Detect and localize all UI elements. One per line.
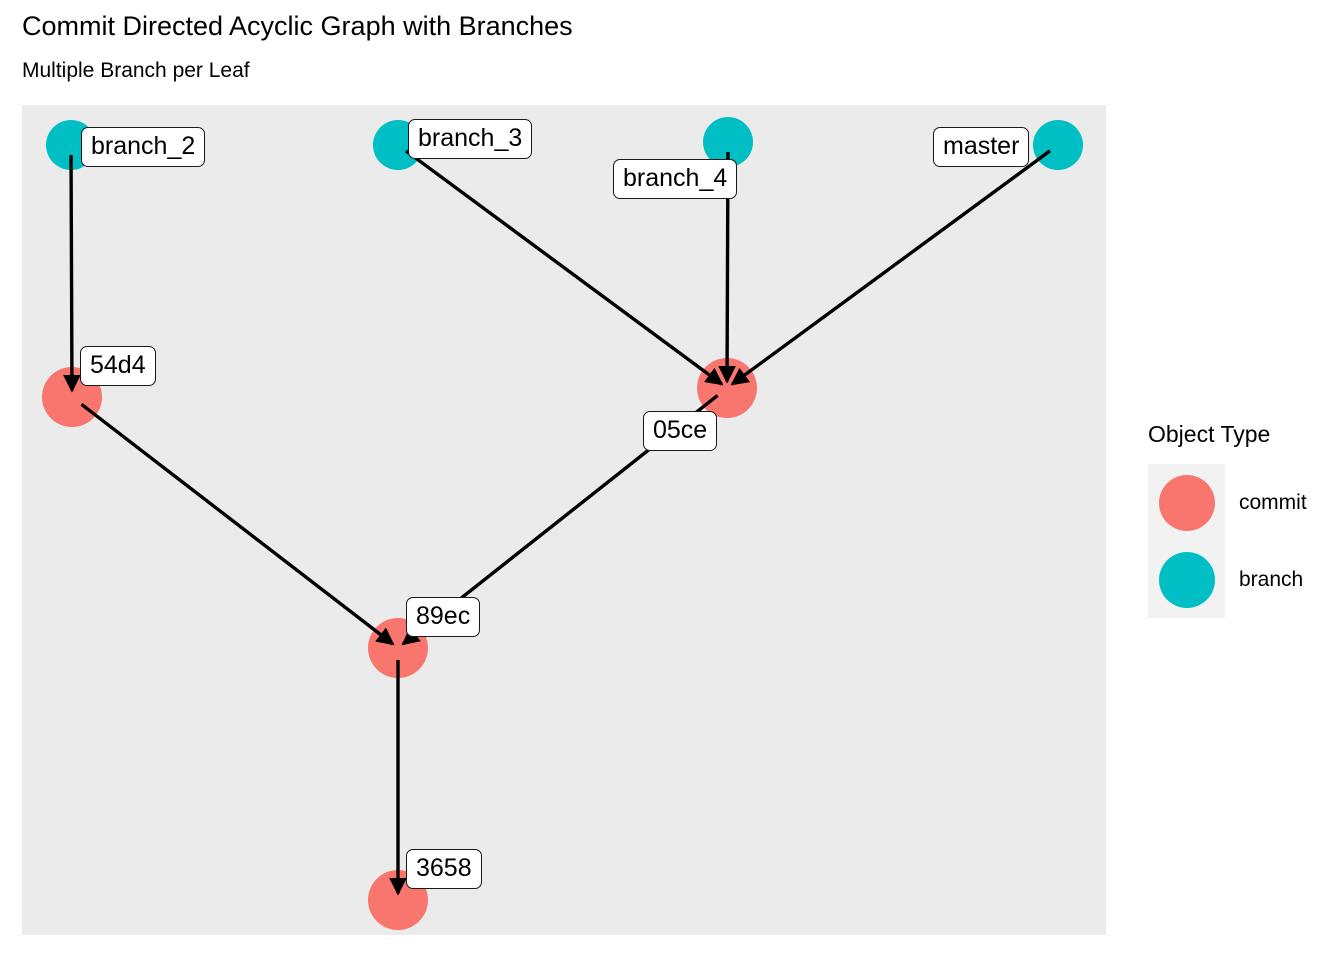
node-label-89ec: 89ec — [406, 597, 481, 637]
node-label-master: master — [933, 127, 1030, 167]
legend-title: Object Type — [1148, 421, 1271, 447]
legend-item-branch[interactable]: branch — [1148, 541, 1328, 618]
graph-edge — [80, 402, 395, 646]
graph-node-master[interactable] — [1033, 120, 1083, 170]
legend: Object Type commit branch — [1148, 420, 1328, 618]
legend-key-branch — [1148, 541, 1225, 618]
circle-icon — [1158, 551, 1215, 608]
page-title: Commit Directed Acyclic Graph with Branc… — [22, 11, 573, 41]
graph-edge — [63, 154, 81, 393]
legend-item-commit[interactable]: commit — [1148, 464, 1328, 541]
nodes-layer — [42, 117, 1083, 930]
graph-panel: branch_2 branch_3 branch_4 master 54d4 05ce 89… — [22, 105, 1106, 935]
graph-canvas — [42, 117, 1083, 930]
graph-edge — [405, 149, 724, 386]
edges-layer — [63, 149, 1051, 896]
node-label-branch_4: branch_4 — [613, 159, 738, 199]
node-label-05ce: 05ce — [643, 411, 718, 451]
legend-items: commit branch — [1148, 464, 1328, 618]
page-subtitle: Multiple Branch per Leaf — [22, 59, 250, 82]
legend-key-commit — [1148, 464, 1225, 541]
node-label-branch_3: branch_3 — [408, 119, 533, 159]
circle-icon — [1158, 474, 1215, 531]
node-label-3658: 3658 — [406, 849, 482, 889]
node-label-54d4: 54d4 — [80, 346, 156, 386]
legend-label-branch: branch — [1239, 567, 1304, 591]
graph-edge — [730, 149, 1051, 386]
legend-label-commit: commit — [1239, 490, 1307, 514]
graph-node-branch_4[interactable] — [703, 117, 753, 167]
node-label-branch_2: branch_2 — [81, 127, 206, 167]
